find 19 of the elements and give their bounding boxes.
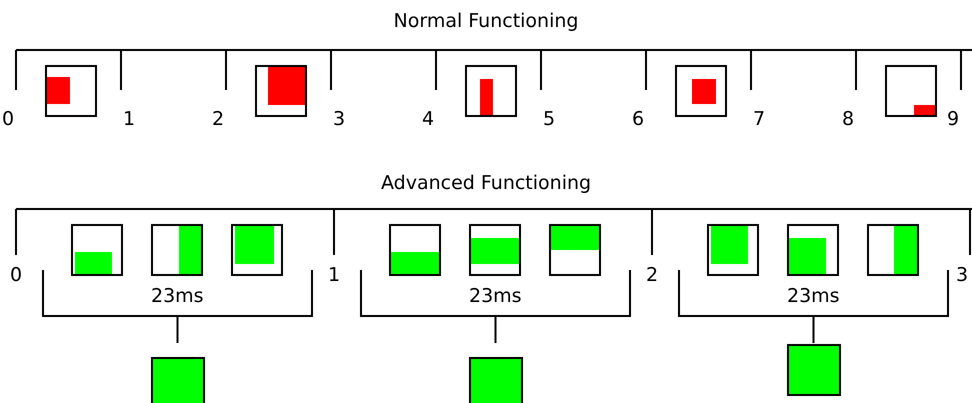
duration-label: 23ms bbox=[469, 285, 522, 307]
tick-label: 0 bbox=[2, 108, 14, 130]
duration-label: 23ms bbox=[787, 285, 840, 307]
tick-label: 7 bbox=[753, 108, 766, 130]
section-heading: Normal Functioning bbox=[394, 10, 578, 32]
tick-label: 6 bbox=[632, 108, 644, 130]
tick-label: 1 bbox=[123, 108, 136, 130]
tick-label: 9 bbox=[947, 108, 960, 130]
tick-label: 1 bbox=[328, 264, 340, 286]
tick-label: 3 bbox=[956, 264, 968, 286]
duration-label: 23ms bbox=[151, 285, 204, 307]
tick-label: 8 bbox=[842, 108, 854, 130]
tick-label: 5 bbox=[543, 108, 556, 130]
tick-label: 2 bbox=[646, 264, 658, 286]
section-heading: Advanced Functioning bbox=[381, 172, 592, 194]
tick-label: 2 bbox=[212, 108, 224, 130]
tick-label: 3 bbox=[333, 108, 346, 130]
tick-label: 4 bbox=[422, 108, 434, 130]
tick-label: 0 bbox=[10, 264, 22, 286]
